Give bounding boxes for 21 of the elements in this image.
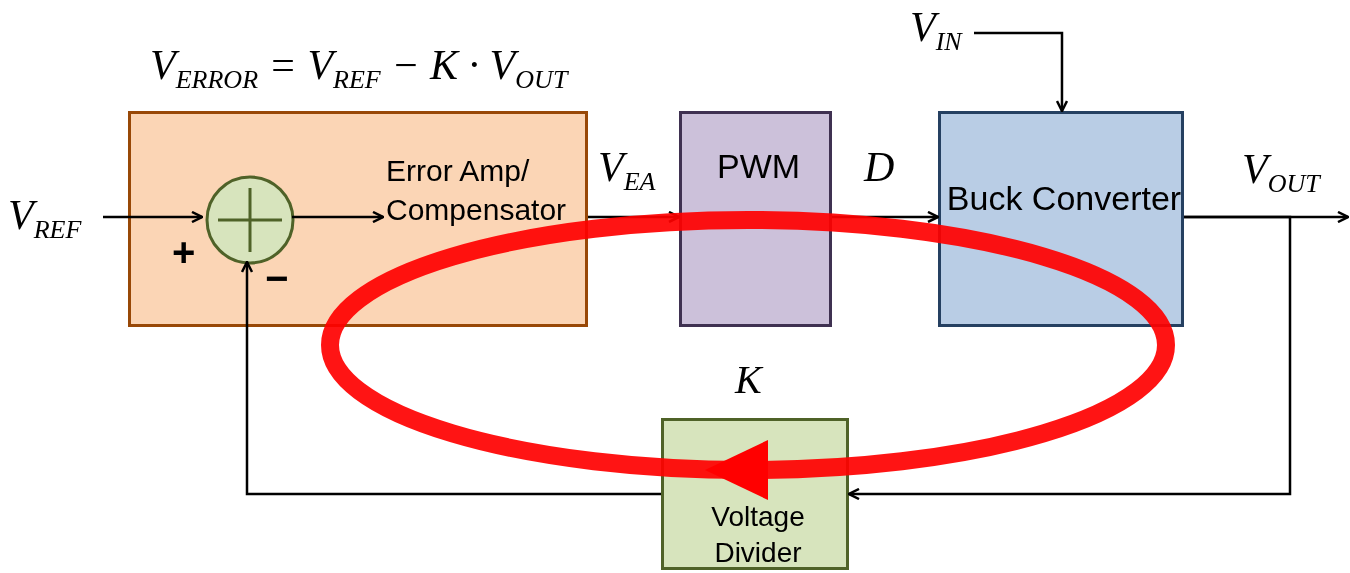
signal-label: V$_{EA}$ [598,146,656,196]
summing-junction [205,175,295,265]
plus-sign: + [172,232,196,272]
signal-arrow [292,210,385,224]
block-label: Buck Converter [945,178,1183,219]
voltage-symbol: V$_{REF}$ [8,194,82,244]
signal-arrow [974,31,1069,113]
block-label: Error Amp/ Compensator [386,153,568,228]
signal-label: D [864,146,895,188]
error-amp-block [128,111,588,327]
voltage-symbol: V$_{IN}$ [910,6,962,56]
minus-sign: − [265,258,289,298]
signal-arrow [103,210,204,224]
block-label: PWM [715,146,802,187]
gain-symbol: K [735,360,762,400]
signal-label: V$_{OUT}$ [1242,148,1320,198]
signal-arrow [847,215,1292,501]
pwm-block [679,111,832,327]
buck-converter-block [938,111,1184,327]
error-equation: V$_{ERROR}$ = V$_{REF}$ − K · V$_{OUT}$ [150,44,568,94]
block-label: Voltage Divider [710,500,806,571]
